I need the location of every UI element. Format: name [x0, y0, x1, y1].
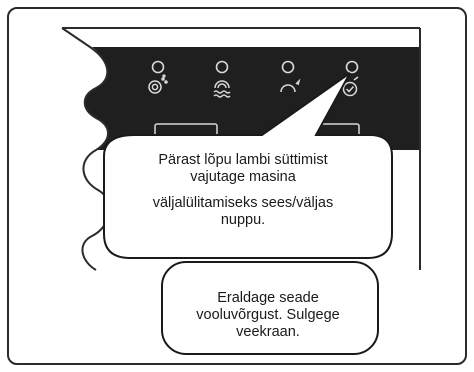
callout-1-line-1: Pärast lõpu lambi süttimist [158, 152, 328, 168]
end-of-program-icon [342, 76, 359, 97]
callout-bubble-1 [103, 72, 393, 259]
callout-text-1: Pärast lõpu lambi süttimist vajutage mas… [108, 152, 378, 229]
illustration-frame [7, 7, 467, 365]
callout-1-line-4: nuppu. [220, 212, 266, 228]
wash-icon [213, 80, 231, 98]
callout-bubble-2 [161, 261, 379, 355]
callout-2-line-1: Eraldage seade [217, 290, 319, 306]
callout-2-line-3: veekraan. [236, 324, 300, 340]
callout-1-spacer [108, 186, 378, 195]
indicator-lamp-2 [215, 60, 229, 74]
indicator-lamp-3 [281, 60, 295, 74]
indicator-lamp-4 [345, 60, 359, 74]
callout-2-line-2: vooluvõrgust. Sulgege [196, 307, 340, 323]
drying-icon [280, 78, 301, 93]
callout-1-line-3: väljalülitamiseks sees/väljas [152, 195, 334, 211]
callout-text-2: Eraldage seade vooluvõrgust. Sulgege vee… [178, 290, 358, 341]
cut-line [61, 27, 111, 271]
indicator-lamp-1 [151, 60, 165, 74]
pre-wash-icon [148, 74, 168, 94]
callout-1-line-2: vajutage masina [190, 169, 296, 185]
